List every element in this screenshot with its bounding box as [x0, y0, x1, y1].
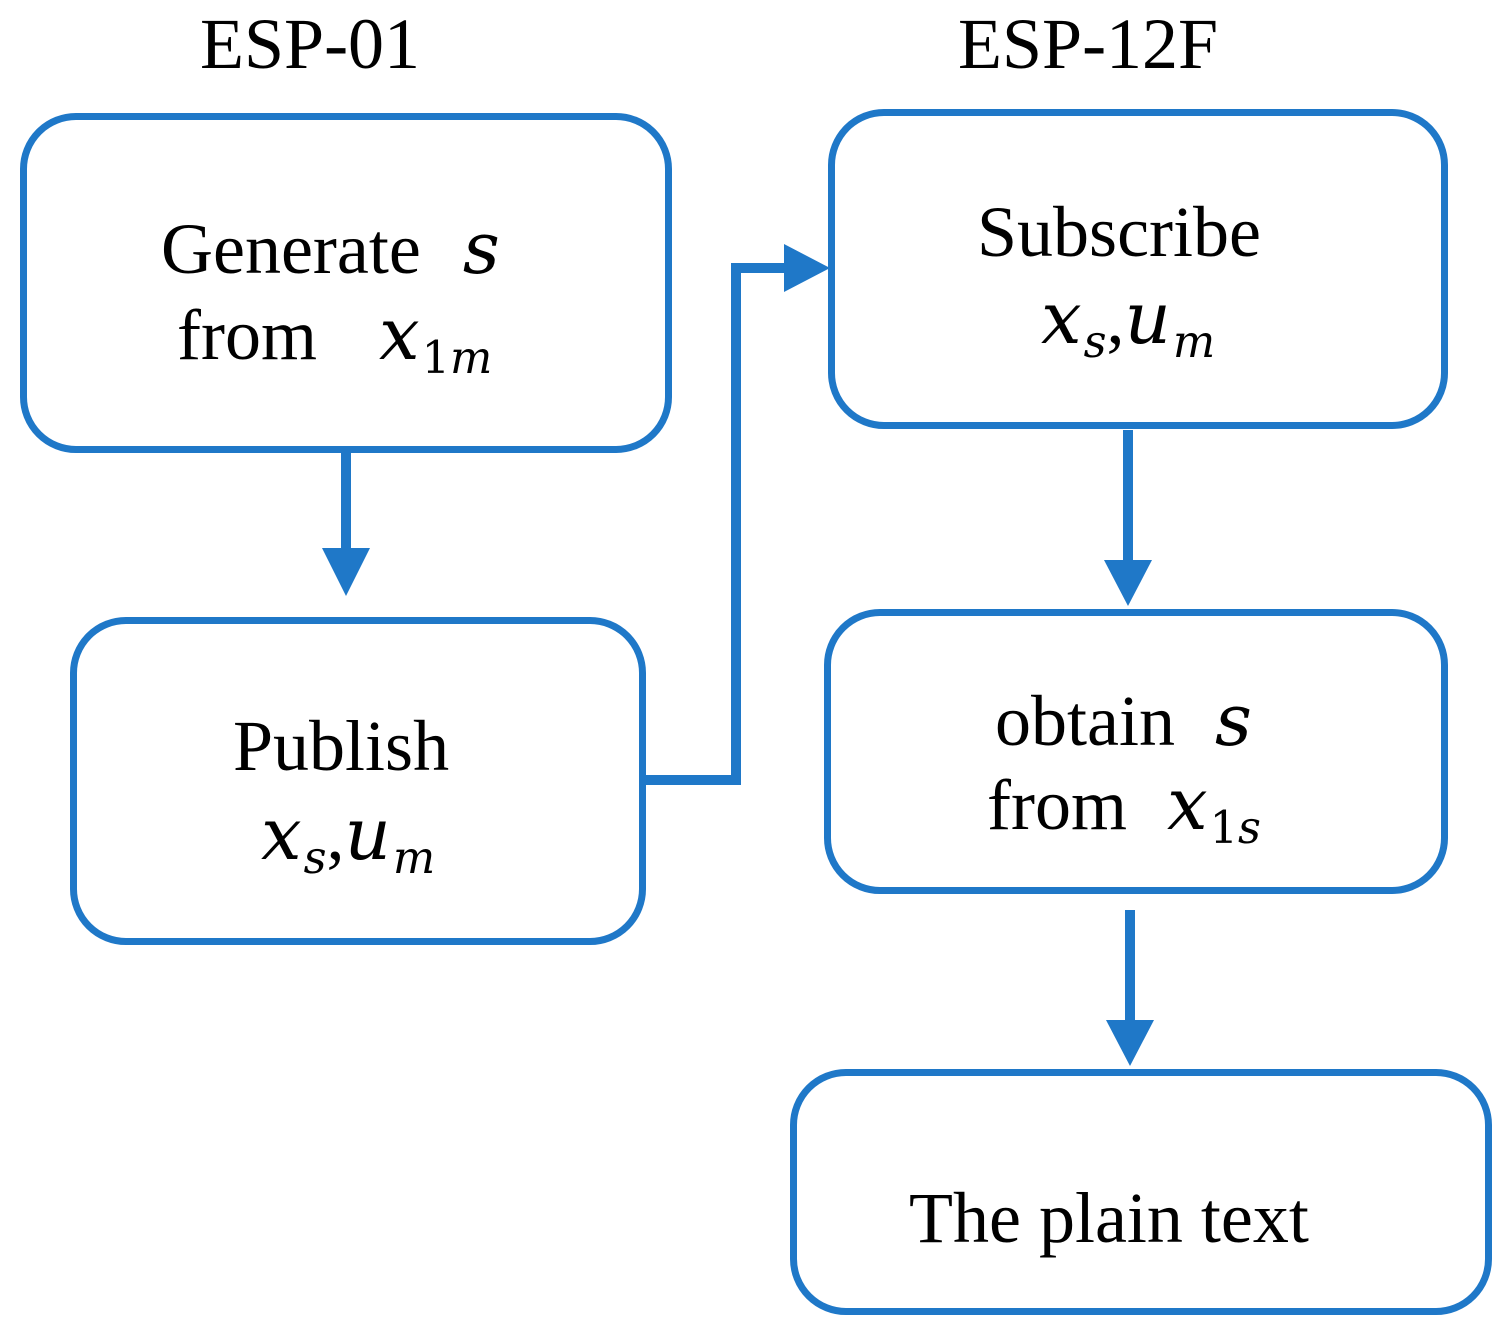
arrowhead-generate-to-publish — [322, 548, 370, 596]
subscribe-line-1: Subscribe — [977, 196, 1261, 268]
generate-variable-s: s — [462, 206, 500, 290]
subscribe-variable-xs: xs — [1041, 276, 1107, 369]
esp-01-title: ESP-01 — [200, 4, 421, 84]
subscribe-label: Subscribe — [977, 192, 1261, 272]
plaintext-line-1: The plain text — [909, 1182, 1309, 1254]
generate-from-label: from — [177, 295, 317, 375]
publish-variable-xs: xs — [261, 792, 327, 885]
obtain-from-label: from — [987, 765, 1127, 845]
obtain-variable-x1s: x1s — [1166, 762, 1261, 855]
plaintext-box: The plain text — [790, 1069, 1492, 1315]
publish-label: Publish — [233, 706, 450, 786]
subscribe-line-2: xs,um — [1041, 282, 1215, 365]
arrowhead-publish-to-subscribe — [784, 244, 830, 292]
publish-line-1: Publish — [233, 710, 449, 782]
arrowhead-subscribe-to-obtain — [1104, 560, 1152, 606]
subscribe-variable-um: um — [1124, 276, 1216, 369]
publish-line-2: xs,um — [261, 798, 435, 881]
generate-label: Generate — [161, 209, 421, 289]
subscribe-box: Subscribe xs,um — [828, 109, 1448, 429]
plaintext-label: The plain text — [909, 1178, 1309, 1258]
publish-variable-um: um — [344, 792, 436, 885]
esp-12f-title: ESP-12F — [958, 4, 1219, 84]
obtain-variable-s: s — [1214, 678, 1252, 762]
publish-box: Publish xs,um — [70, 617, 646, 945]
publish-separator: , — [326, 795, 345, 875]
subscribe-separator: , — [1106, 279, 1125, 359]
generate-variable-x1m: x1m — [378, 292, 493, 385]
obtain-label: obtain — [995, 681, 1175, 761]
arrowhead-obtain-to-plaintext — [1106, 1020, 1154, 1066]
